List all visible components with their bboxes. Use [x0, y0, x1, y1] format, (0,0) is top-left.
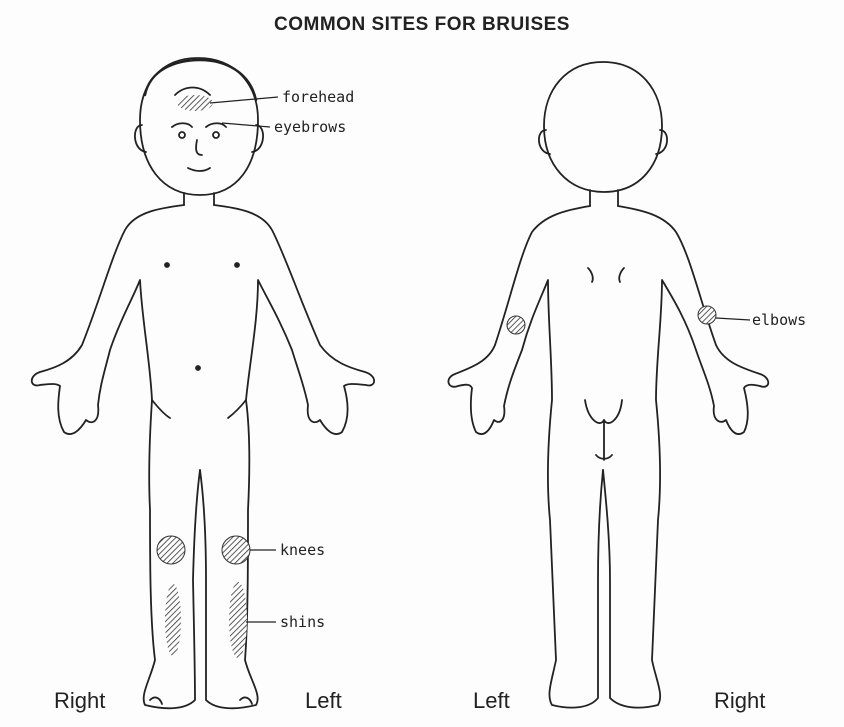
back-body-outline [448, 62, 768, 708]
front-left-label: Left [305, 688, 342, 714]
back-left-label: Left [473, 688, 510, 714]
front-right-label: Right [54, 688, 105, 714]
front-body-outline [32, 58, 374, 708]
right-knee-bruise [157, 536, 185, 564]
front-bruise-marks [157, 95, 250, 658]
back-right-label: Right [714, 688, 765, 714]
eyebrows-callout: eyebrows [274, 118, 346, 136]
forehead-bruise [177, 95, 213, 111]
knees-callout: knees [280, 541, 325, 559]
left-shin-bruise [229, 582, 247, 658]
diagram-title: COMMON SITES FOR BRUISES [0, 14, 844, 36]
elbows-callout: elbows [752, 311, 806, 329]
shins-callout: shins [280, 613, 325, 631]
left-elbow-bruise [507, 316, 525, 334]
forehead-callout: forehead [282, 88, 354, 106]
back-leader-lines [716, 318, 750, 320]
right-shin-bruise [165, 584, 181, 656]
left-knee-bruise [222, 536, 250, 564]
right-elbow-bruise [698, 306, 716, 324]
